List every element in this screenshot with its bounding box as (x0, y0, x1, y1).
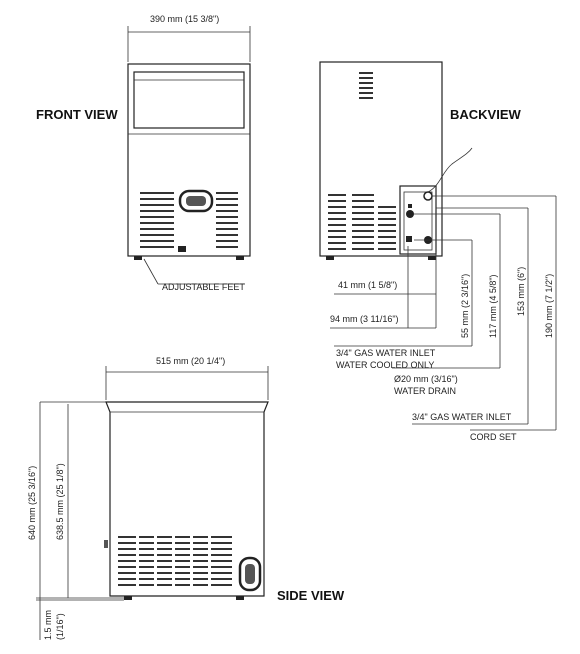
dim-41-label: 41 mm (1 5/8") (338, 280, 397, 290)
dim-1-5-inch-label: (1/16") (55, 613, 65, 640)
dim-190-label: 190 mm (7 1/2") (544, 274, 554, 338)
back-view-title: BACKVIEW (450, 107, 522, 122)
back-vent-right (378, 206, 396, 250)
dim-94-label: 94 mm (3 11/16") (330, 314, 399, 324)
dim-55-label: 55 mm (2 3/16") (460, 274, 470, 338)
side-view: SIDE VIEW 515 mm (20 1/4") (27, 356, 345, 640)
back-vent-left (328, 194, 346, 250)
front-view: FRONT VIEW 390 mm (15 3/8") (36, 14, 251, 292)
front-width-label: 390 mm (15 3/8") (150, 14, 219, 24)
back-top-vent (359, 72, 373, 99)
front-door (133, 71, 245, 129)
side-view-title: SIDE VIEW (277, 588, 345, 603)
front-foot-right (236, 256, 244, 260)
dim-153-label: 153 mm (6") (516, 267, 526, 316)
power-cord (427, 147, 473, 193)
dim-640-label: 640 mm (25 3/16") (27, 466, 37, 540)
cord-set-label: CORD SET (470, 432, 517, 442)
water-cooled-only-label: WATER COOLED ONLY (336, 360, 434, 370)
drain-size-label: Ø20 mm (3/16") (394, 374, 458, 384)
back-vent-middle (352, 194, 374, 250)
front-view-title: FRONT VIEW (36, 107, 118, 122)
cord-set-icon (423, 191, 433, 201)
adjustable-feet-label: ADJUSTABLE FEET (162, 282, 245, 292)
inlet-water-cooled-label: 3/4" GAS WATER INLET (336, 348, 436, 358)
water-drain-label: WATER DRAIN (394, 386, 456, 396)
front-vent-left (140, 192, 174, 248)
water-inlet-icon (406, 210, 414, 218)
front-vent-right (216, 192, 238, 248)
dim-638-label: 638.5 mm (25 1/8") (55, 463, 65, 540)
side-width-label: 515 mm (20 1/4") (156, 356, 225, 366)
back-view: BACKVIEW (319, 61, 557, 442)
dim-117-label: 117 mm (4 5/8") (488, 274, 498, 338)
gas-water-inlet-label: 3/4" GAS WATER INLET (412, 412, 512, 422)
side-vent (118, 534, 232, 588)
front-foot-left (134, 256, 142, 260)
dim-1-5-label: 1.5 mm (43, 610, 53, 640)
front-logo-icon (178, 246, 186, 252)
